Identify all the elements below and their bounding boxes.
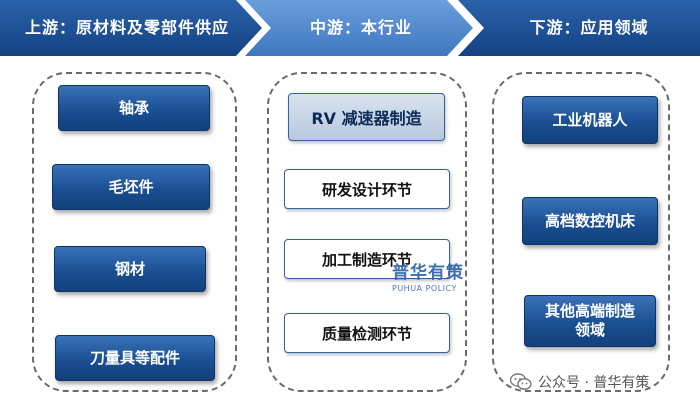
watermark-cn: 普华有策: [392, 263, 464, 283]
stage-upstream-label: 上游：原材料及零部件供应: [24, 18, 229, 37]
stage-midstream-header: 中游：本行业: [245, 0, 473, 56]
stage-midstream-label: 中游：本行业: [309, 18, 412, 37]
stage-downstream-label: 下游：应用领域: [529, 18, 649, 37]
midstream-item-inspection: 质量检测环节: [284, 313, 450, 353]
upstream-item-blank: 毛坯件: [52, 164, 210, 210]
watermark-en: PUHUA POLICY: [392, 284, 457, 293]
footer-source: 公众号 · 普华有策: [509, 370, 690, 394]
upstream-item-tools: 刀量具等配件: [55, 335, 215, 381]
footer-text: 公众号 · 普华有策: [538, 375, 650, 391]
stage-downstream-header: 下游：应用领域: [458, 0, 700, 56]
midstream-panel: [267, 72, 467, 392]
upstream-panel: [32, 72, 237, 392]
downstream-item-other: 其他高端制造领域: [524, 295, 656, 347]
upstream-item-steel: 钢材: [54, 246, 206, 292]
midstream-header-box: RV 减速器制造: [288, 93, 445, 141]
stage-upstream-header: 上游：原材料及零部件供应: [0, 0, 262, 56]
downstream-item-robot: 工业机器人: [522, 96, 658, 144]
midstream-item-rd: 研发设计环节: [284, 169, 450, 209]
downstream-item-cnc: 高档数控机床: [522, 197, 658, 245]
upstream-item-bearing: 轴承: [58, 85, 210, 131]
downstream-panel: [492, 72, 670, 392]
wechat-icon: [509, 373, 532, 391]
watermark-logo: 普华有策 PUHUA POLICY: [392, 258, 484, 293]
midstream-item-manufacturing: 加工制造环节: [284, 239, 450, 279]
